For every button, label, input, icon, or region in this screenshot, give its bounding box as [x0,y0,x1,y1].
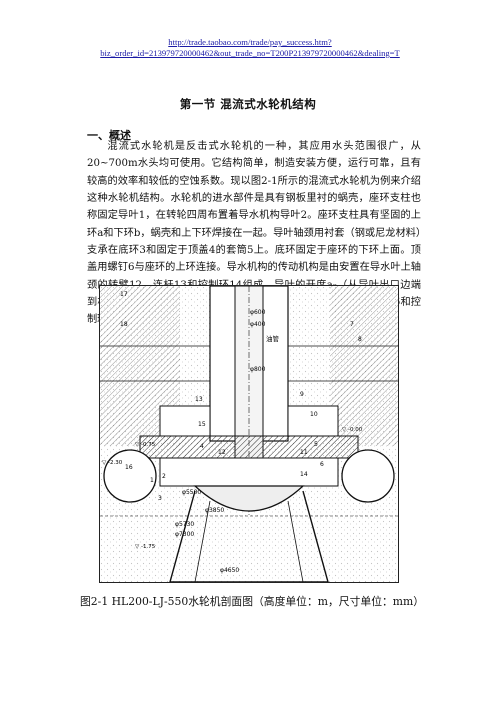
figure-caption: 图2-1 HL200-LJ-550水轮机剖面图（高度单位：m，尺寸单位：mm） [80,595,425,608]
header-link[interactable]: http://trade.taobao.com/trade/pay_succes… [100,37,400,58]
diam4: φ5730 [175,521,194,528]
left-servo [159,405,211,437]
section-heading: 一、概述 [87,129,131,142]
right-servo [287,405,339,437]
diam2: φ5500 [182,489,201,496]
elev2: ▽ -1.75 [135,544,156,550]
draft-tube [169,490,329,582]
callout-6: 6 [320,461,324,468]
head-cover [139,435,359,459]
elev4: ▽ -2.30 [102,460,123,466]
page-title: 第一节 混流式水轮机结构 [179,97,317,111]
callout-4: 4 [200,443,204,450]
main-shaft-label: φ800 [250,366,266,373]
elev3: ▽ -0.00 [342,427,363,433]
callout-1: 1 [150,477,154,484]
callout-3: 3 [158,495,162,502]
callout-16: 16 [125,464,133,471]
spiral-case-right [341,449,395,503]
diam3: φ4650 [220,567,239,574]
stay-ring [159,457,339,487]
callout-17: 17 [120,291,128,298]
turbine-section-figure: φ600 φ400 油管 φ800 φ3850 φ5500 φ4650 φ573… [99,285,399,583]
runner [193,485,305,512]
callout-12: 12 [218,449,226,456]
callout-18: 18 [120,321,128,328]
callout-2: 2 [162,473,166,480]
turbine-drawing: φ600 φ400 油管 φ800 φ3850 φ5500 φ4650 φ573… [100,286,398,582]
callout-5: 5 [314,441,318,448]
callout-7: 7 [350,321,354,328]
callout-14: 14 [300,471,308,478]
pipe-label2: φ400 [250,321,266,328]
pipe-label: φ600 [250,309,266,316]
draft-tube-liner [194,500,304,582]
diam5: φ7300 [175,531,194,538]
callout-15: 15 [198,421,206,428]
callout-13: 13 [195,396,203,403]
callout-9: 9 [300,391,304,398]
callout-10: 10 [310,411,318,418]
diam1: φ3850 [205,507,224,514]
elev1: ▽ -0.75 [135,442,156,448]
callout-11: 11 [300,449,308,456]
right-wall-hatch [330,286,398,446]
oil-label: 油管 [266,334,280,343]
callout-8: 8 [358,336,362,343]
spiral-case-left [103,449,157,503]
